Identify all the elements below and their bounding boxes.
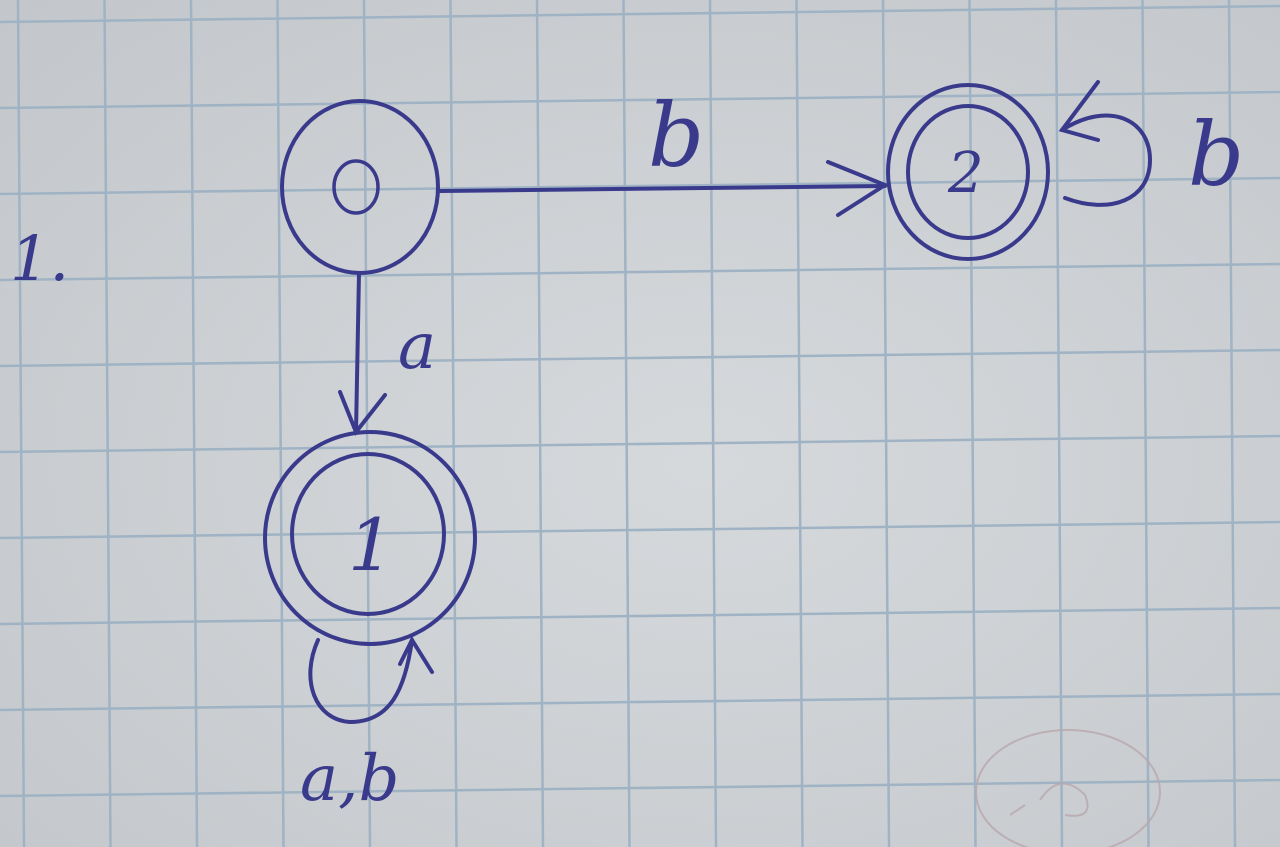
grid-vertical-line [189,0,199,847]
grid-vertical-line [622,0,631,847]
grid-vertical-line [449,0,458,847]
problem-number: 1. [10,222,69,295]
grid-vertical-line [795,0,804,847]
grid-vertical-line [103,0,112,847]
faint-stamp [975,729,1161,847]
grid-horizontal-line [0,90,1280,110]
grid-vertical-line [1054,0,1064,847]
self-loop-2-arrow [1058,80,1153,207]
self-loop-1-label: a,b [300,742,399,816]
grid-vertical-line [1227,0,1237,847]
state-1-label: 1 [348,503,394,587]
grid-vertical-line [16,0,26,847]
grid-horizontal-line [0,176,1280,196]
self-loop-1-arrow [308,635,434,725]
grid-horizontal-line [0,520,1280,540]
grid-horizontal-line [0,606,1280,626]
grid-horizontal-line [0,778,1280,798]
transition-0-to-2-label: b [648,84,704,187]
transition-0-to-1-label: a [398,310,436,384]
grid-horizontal-line [0,4,1280,24]
grid-vertical-line [535,0,545,847]
grid-vertical-line [1141,0,1150,847]
transition-0-to-2-arrow [438,160,890,217]
grid-horizontal-line [0,262,1280,282]
state-2-label: 2 [947,141,984,206]
grid-horizontal-line [0,434,1280,454]
grid-horizontal-line [0,692,1280,712]
grid-vertical-line [968,0,977,847]
grid-vertical-line [881,0,891,847]
transition-0-to-1-arrow [338,271,387,436]
state-1 [263,430,477,646]
state-2 [886,83,1050,261]
grid-horizontal-line [0,348,1280,368]
grid-vertical-line [708,0,718,847]
self-loop-2-label: b [1188,103,1244,206]
